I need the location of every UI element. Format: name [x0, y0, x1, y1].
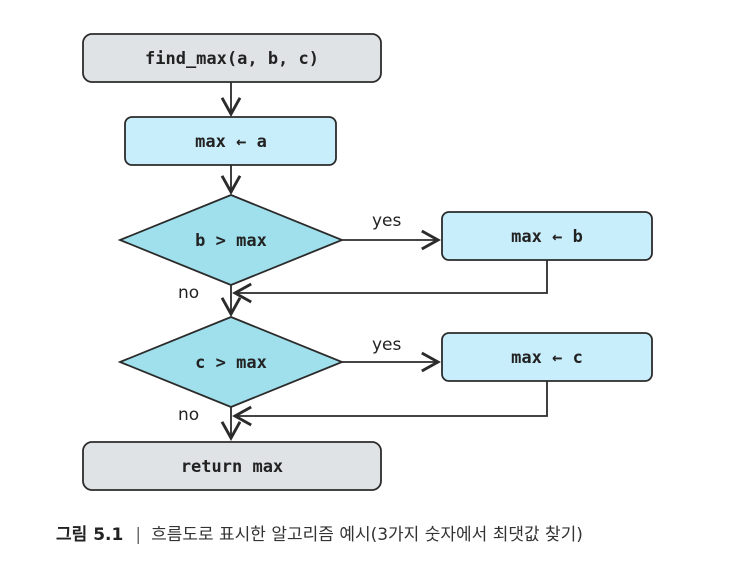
end-label: return max [181, 457, 283, 477]
no-c-label: no [178, 405, 199, 425]
caption-label: 그림 5.1 [56, 525, 124, 545]
assign-c-label: max ← c [511, 348, 583, 368]
arrow-assign-b-return [232, 260, 548, 304]
no-b-label: no [178, 283, 199, 303]
caption-text: 흐름도로 표시한 알고리즘 예시(3가지 숫자에서 최댓값 찾기) [151, 525, 583, 545]
start-terminal [82, 33, 382, 83]
start-label: find_max(a, b, c) [145, 49, 319, 69]
figure-caption: 그림 5.1 | 흐름도로 표시한 알고리즘 예시(3가지 숫자에서 최댓값 찾기) [56, 521, 706, 549]
yes-c-label: yes [372, 335, 402, 355]
decision-b-label: b > max [195, 231, 267, 251]
decision-c-label: c > max [195, 353, 267, 373]
yes-b-label: yes [372, 211, 402, 231]
assign-b-label: max ← b [511, 227, 583, 247]
arrow-assign-c-return [232, 381, 548, 427]
caption-separator: | [135, 525, 142, 545]
assign-a-label: max ← a [195, 132, 267, 152]
end-terminal [82, 441, 382, 491]
